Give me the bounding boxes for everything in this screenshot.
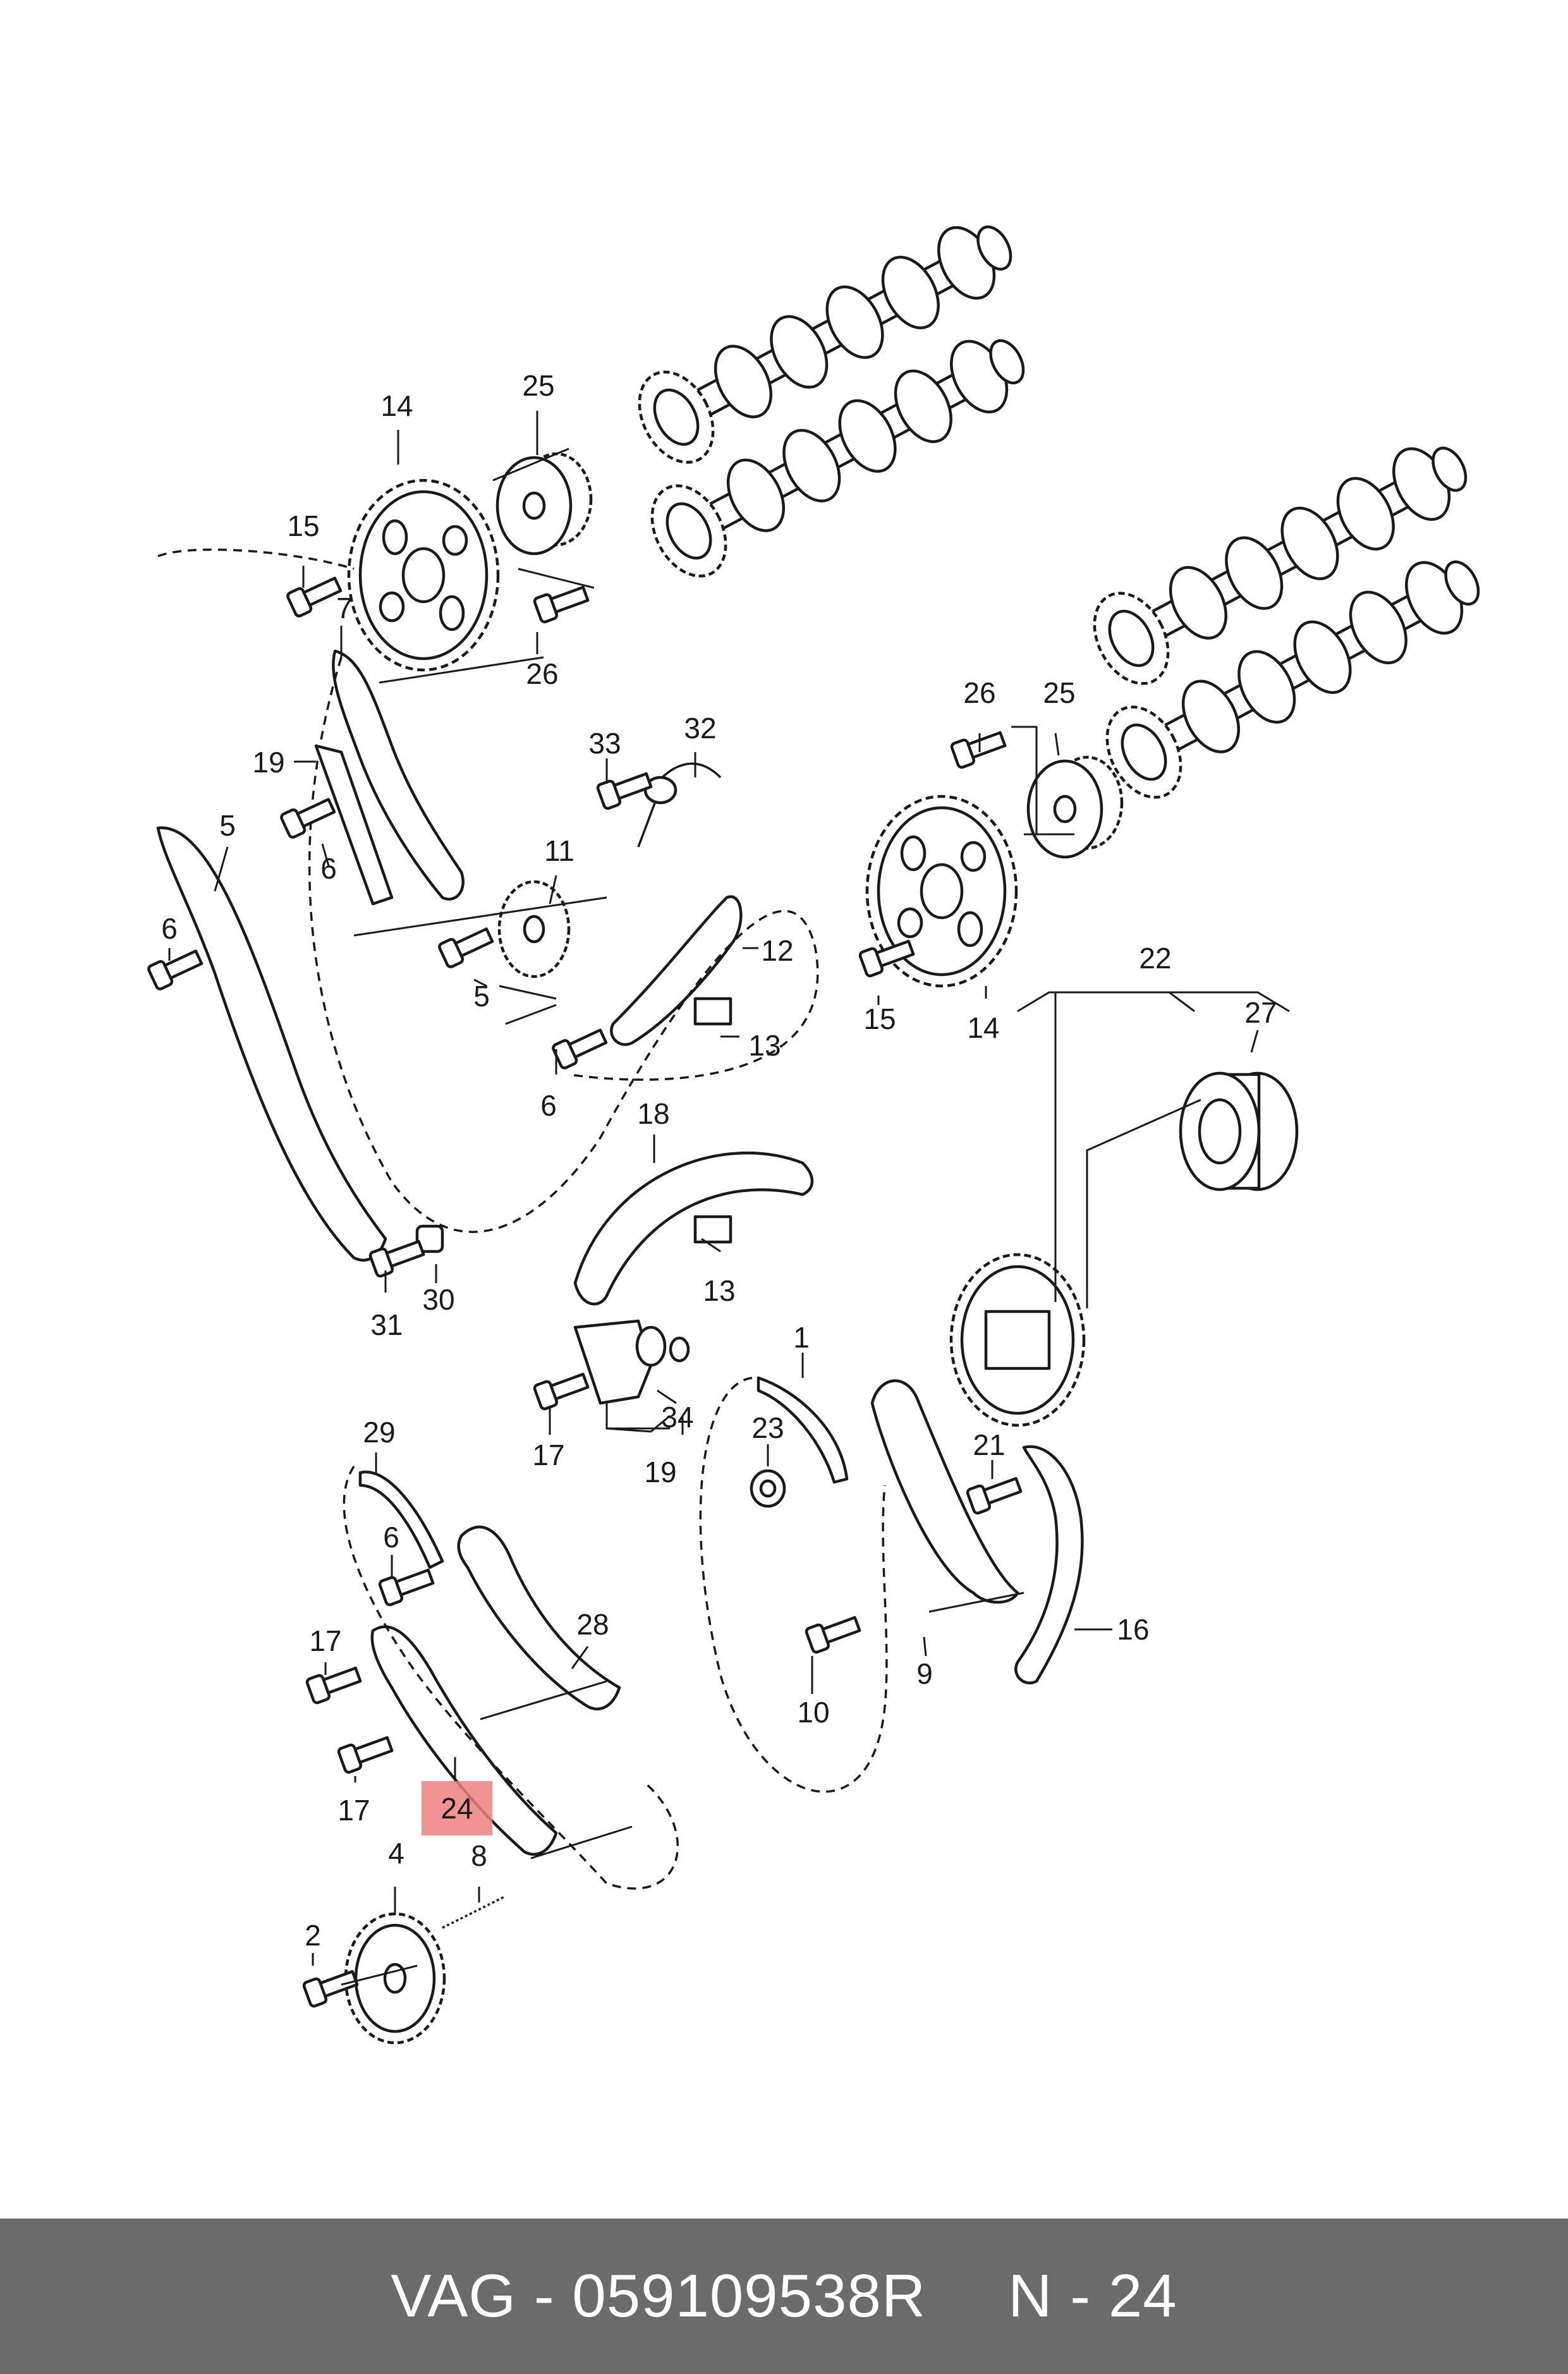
callout-8: 8 [471,1839,487,1872]
camshaft-left-upper [624,199,1029,475]
callout-30: 30 [422,1283,454,1316]
callout-25-b: 25 [1043,676,1075,709]
oil-pump-sprocket [344,1912,446,2045]
callout-27: 27 [1244,996,1277,1029]
callout-7: 7 [336,592,353,624]
callout-14-b: 14 [967,1011,999,1044]
callout-3: 4 [388,1837,404,1870]
callout-34: 34 [661,1401,693,1434]
callout-33: 33 [588,727,621,760]
guide-pins [415,997,732,1253]
part-number-footer: VAG - 059109538R N - 24 [0,2219,1568,2374]
callout-1: 1 [793,1321,810,1354]
part-number-text: VAG - 059109538R [391,2262,927,2330]
callout-11: 11 [544,834,574,867]
callout-6-d: 6 [383,1521,399,1554]
timing-chain-main [699,1377,888,1793]
callout-9: 9 [916,1657,933,1690]
callout-15: 15 [287,509,319,542]
callout-26: 26 [526,657,558,690]
timing-chain-exploded-diagram: 14 25 15 26 7 19 33 32 5 6 11 6 12 5 13 … [0,0,1568,2045]
guide-rail-18 [573,1151,814,1306]
callout-14: 14 [380,389,413,422]
callout-5: 5 [473,980,490,1013]
callout-4: 5 [219,809,236,842]
callout-13-b: 13 [703,1274,735,1307]
callout-22: 22 [1139,942,1171,975]
callout-13-a: 13 [748,1029,781,1062]
callout-29: 29 [363,1416,395,1449]
tensioner-rail-4 [156,826,387,1262]
callout-18: 18 [637,1097,669,1130]
callout-32: 32 [684,712,716,745]
nut-23 [750,1469,786,1508]
cam-adjuster-left [495,452,593,556]
callout-24: 24 [441,1792,473,1825]
callout-6-b: 6 [161,912,178,945]
callout-31: 31 [370,1308,403,1341]
callout-2: 2 [305,1919,321,1952]
guide-rail-28 [457,1525,621,1710]
tensioner-rail-24 [370,1625,558,1856]
chain-segment-29 [358,1470,444,1569]
guide-rail-7 [332,649,465,901]
callout-15-b: 15 [863,1002,896,1035]
callout-23: 23 [751,1411,784,1444]
tension-spring-8 [442,1895,506,1929]
page-reference-text: N - 24 [1008,2262,1177,2330]
callout-26-b: 26 [963,676,995,709]
callout-12: 12 [761,934,793,967]
guide-rail-12 [610,895,743,1046]
callout-17-b: 17 [309,1624,341,1657]
tensioner-rail-9 [870,1379,1019,1604]
callout-25: 25 [522,369,554,402]
callout-28: 28 [576,1608,609,1641]
highlight-box-24 [422,1781,492,1835]
timing-chain-left [157,548,819,1233]
callout-16: 16 [1117,1613,1149,1646]
callout-6-a: 6 [320,852,337,885]
chain-tensioner-19 [573,1319,690,1405]
callout-17-a: 17 [532,1439,564,1471]
camshaft-right-upper [1079,420,1484,697]
cam-adjuster-right [1026,755,1124,859]
callout-10: 10 [797,1696,829,1729]
callout-20: 19 [252,746,284,779]
chain-segment-20 [314,744,394,906]
drive-gear-27 [1179,1071,1299,1191]
crankshaft-sprocket [949,1253,1086,1427]
guide-rail-16 [1014,1445,1084,1684]
callout-19: 19 [644,1456,676,1488]
callout-17-c: 17 [337,1794,370,1827]
cam-sprocket-right [865,794,1018,988]
oil-nozzle-33-32 [637,762,722,848]
callout-21: 21 [973,1428,1005,1461]
callout-6-c: 6 [540,1089,557,1122]
chain-segment-1 [757,1376,849,1484]
chain-sprocket-11 [497,880,571,978]
leader-lines [168,411,1290,1986]
callout-labels: 14 25 15 26 7 19 33 32 5 6 11 6 12 5 13 … [161,369,1277,1952]
cam-sprocket-left [347,478,500,672]
